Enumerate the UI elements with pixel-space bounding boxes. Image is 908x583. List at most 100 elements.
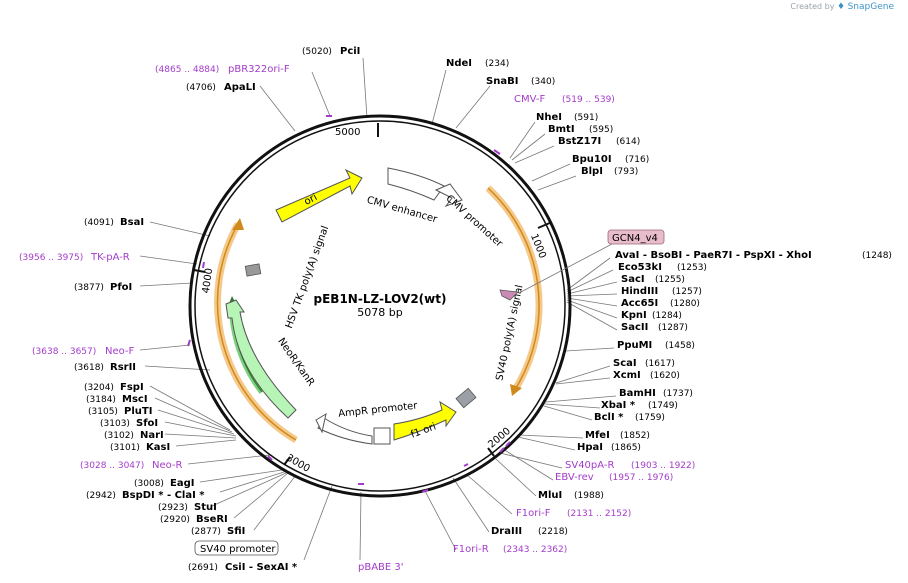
site-fspi-name: FspI xyxy=(120,382,144,393)
site-pluti-pos: (3105) xyxy=(88,407,118,417)
f1-ori-feature xyxy=(393,400,457,441)
site-saci-name: SacI xyxy=(621,274,645,285)
site-mfei-pos: (1852) xyxy=(620,431,650,441)
neor-kanr-feature xyxy=(225,299,297,419)
site-kpni-name: KpnI xyxy=(621,310,647,321)
site-sacii-name: SacII xyxy=(621,322,648,333)
site-bpu10i-pos: (716) xyxy=(625,155,649,165)
primer-ebvrev-pos: (1957 .. 1976) xyxy=(609,473,673,483)
primer-cmvf-name: CMV-F xyxy=(514,94,545,105)
site-ndei-pos: (234) xyxy=(485,59,509,69)
site-rsrii-name: RsrII xyxy=(110,362,136,373)
primer-sv40par-pos: (1903 .. 1922) xyxy=(631,461,695,471)
site-bmti-pos: (595) xyxy=(589,125,613,135)
site-draiii-pos: (2218) xyxy=(538,527,568,537)
site-blpi-name: BlpI xyxy=(581,166,603,177)
site-pcii-name: PciI xyxy=(340,46,360,57)
hsv-tk-polya-feature xyxy=(244,263,262,277)
site-bmti-name: BmtI xyxy=(548,124,575,135)
site-scai-pos: (1617) xyxy=(645,359,675,369)
site-apali-name: ApaLI xyxy=(224,82,256,93)
site-apali-pos: (4706) xyxy=(186,83,216,93)
site-snabi-pos: (340) xyxy=(531,77,555,87)
site-snabi-name: SnaBI xyxy=(486,76,518,87)
cmv-enhancer-feature xyxy=(387,167,445,201)
site-nhei-pos: (591) xyxy=(574,113,598,123)
site-kpni-pos: (1284) xyxy=(652,311,682,321)
site-bspdi-pos: (2942) xyxy=(86,491,116,501)
site-bstz17i-name: BstZ17I xyxy=(558,136,601,147)
primer-pbr322ori-pos: (4865 .. 4884) xyxy=(155,65,219,75)
cmv-enhancer-label: CMV enhancer xyxy=(365,195,439,226)
cmv-promoter-label: CMV promoter xyxy=(444,193,506,250)
site-nari-pos: (3102) xyxy=(104,431,134,441)
primer-neor-name: Neo-R xyxy=(152,460,183,471)
ampr-promoter-label: AmpR promoter xyxy=(338,400,419,419)
orf-arc-left-arrowhead xyxy=(232,218,244,230)
site-eagi-name: EagI xyxy=(170,478,194,489)
gcn4-leader xyxy=(518,243,613,294)
site-bseri-pos: (2920) xyxy=(160,515,190,525)
site-ppumi-pos: (1458) xyxy=(665,341,695,351)
tick-label-4000: 4000 xyxy=(201,267,215,294)
site-avai-pos: (1248) xyxy=(862,251,892,261)
plasmid-size: 5078 bp xyxy=(357,306,402,319)
site-xcmi-name: XcmI xyxy=(613,370,641,381)
primer-cmvf-pos: (519 .. 539) xyxy=(562,95,615,105)
backbone-inner xyxy=(194,120,566,492)
site-csii-pos: (2691) xyxy=(188,563,218,573)
site-bamhi-pos: (1737) xyxy=(663,389,693,399)
site-pfoi-pos: (3877) xyxy=(74,283,104,293)
site-sfii-name: SfiI xyxy=(227,526,245,537)
site-acc65i-pos: (1280) xyxy=(670,299,700,309)
tick-label-5000: 5000 xyxy=(335,127,360,138)
sv40-promoter-label: SV40 promoter xyxy=(200,544,276,555)
site-sacii-pos: (1287) xyxy=(658,323,688,333)
site-bsai-pos: (4091) xyxy=(84,218,114,228)
site-xcmi-pos: (1620) xyxy=(650,371,680,381)
site-sfoi-pos: (3103) xyxy=(100,419,130,429)
sv40-ori-small-feature xyxy=(373,427,391,445)
primer-tkpar-pos: (3956 .. 3975) xyxy=(19,253,83,263)
primer-f1orir-pos: (2343 .. 2362) xyxy=(503,545,567,555)
primer-neof-pos: (3638 .. 3657) xyxy=(32,347,96,357)
site-msci-pos: (3184) xyxy=(86,395,116,405)
snapgene-credit: Created by ♦ SnapGene xyxy=(790,2,894,12)
site-blpi-pos: (793) xyxy=(614,167,638,177)
primer-neof-name: Neo-F xyxy=(105,346,135,357)
site-bcli-pos: (1759) xyxy=(635,413,665,423)
plasmid-name: pEB1N-LZ-LOV2(wt) xyxy=(314,292,447,306)
ampr-promoter-arrowhead xyxy=(315,412,327,434)
site-eco53ki-name: Eco53kI xyxy=(618,262,662,273)
site-nari-name: NarI xyxy=(140,430,164,441)
site-kasi-name: KasI xyxy=(146,442,170,453)
site-bseri-name: BseRI xyxy=(196,514,228,525)
cmv-promoter-feature xyxy=(434,183,463,208)
site-bstz17i-pos: (614) xyxy=(616,137,640,147)
ori-label: ori xyxy=(303,192,320,208)
tick-marks xyxy=(193,123,553,466)
primer-marks xyxy=(187,115,511,493)
site-saci-pos: (1255) xyxy=(655,275,685,285)
site-csii-name: CsiI - SexAI * xyxy=(225,562,298,573)
site-avai-name: AvaI - BsoBI - PaeR7I - PspXI - XhoI xyxy=(615,250,812,261)
gcn4-feature xyxy=(499,289,519,301)
site-hindiii-pos: (1257) xyxy=(672,287,702,297)
gcn4-label-box xyxy=(607,229,665,245)
leader-lines xyxy=(139,57,618,561)
site-msci-name: MscI xyxy=(122,394,148,405)
site-bspdi-name: BspDI * - ClaI * xyxy=(122,490,205,501)
site-scai-name: ScaI xyxy=(613,358,637,369)
site-sfii-pos: (2877) xyxy=(191,527,221,537)
primer-f1orif-pos: (2131 .. 2152) xyxy=(567,509,631,519)
backbone-outer xyxy=(188,114,572,498)
primer-f1orif-name: F1ori-F xyxy=(516,508,551,519)
site-mlui-name: MluI xyxy=(538,490,562,501)
sv40-promoter-label-box xyxy=(194,540,279,556)
site-pcii-pos: (5020) xyxy=(302,47,332,57)
site-xbai-name: XbaI * xyxy=(601,400,636,411)
site-mfei-name: MfeI xyxy=(585,430,610,441)
site-hpai-pos: (1865) xyxy=(611,443,641,453)
primer-f1orir-name: F1ori-R xyxy=(453,544,489,555)
